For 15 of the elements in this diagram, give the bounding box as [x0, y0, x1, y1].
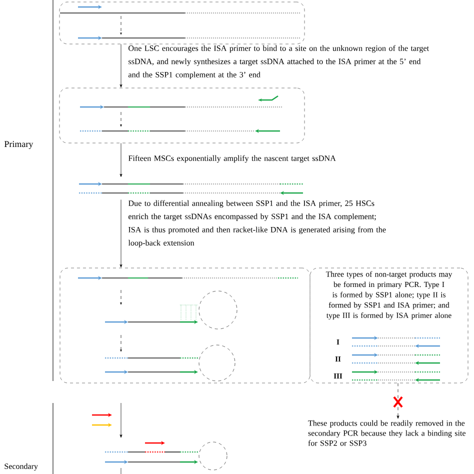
arrow: [396, 383, 400, 419]
arrow: [120, 200, 122, 268]
arrow: [120, 143, 122, 177]
section-label: Primary: [4, 141, 34, 149]
step-box: [59, 88, 305, 144]
step-box: [60, 268, 310, 384]
step-box: [310, 268, 468, 384]
edge-label: Fifteen MSCs exponentially amplify the nascent target ssDNA: [128, 155, 336, 163]
step-box: [59, 2, 305, 44]
arrow: [120, 44, 122, 88]
section-label: Secondary: [4, 463, 38, 471]
note-text: These products could be readily removed in the secondary PCR because they lack a binding site for SSP2 or SSP3: [308, 420, 466, 446]
edge-label: Due to differential annealing between SSP1 and the ISA primer, 25 HSCs enrich the target ssDNAs encompassed by SSP1 and the ISA complement; ISA is thus promoted and then racket-like DNA is generated arising from the loop-back extension: [128, 200, 386, 248]
dna-drawing: [79, 182, 303, 196]
edge-label: One LSC encourages the ISA primer to bind to a site on the unknown region of the target ssDNA, and newly synthesizes a target ssDNA attached to the ISA primer at the 5’ end and the SSP1 complement at the 3’ end: [128, 45, 429, 80]
